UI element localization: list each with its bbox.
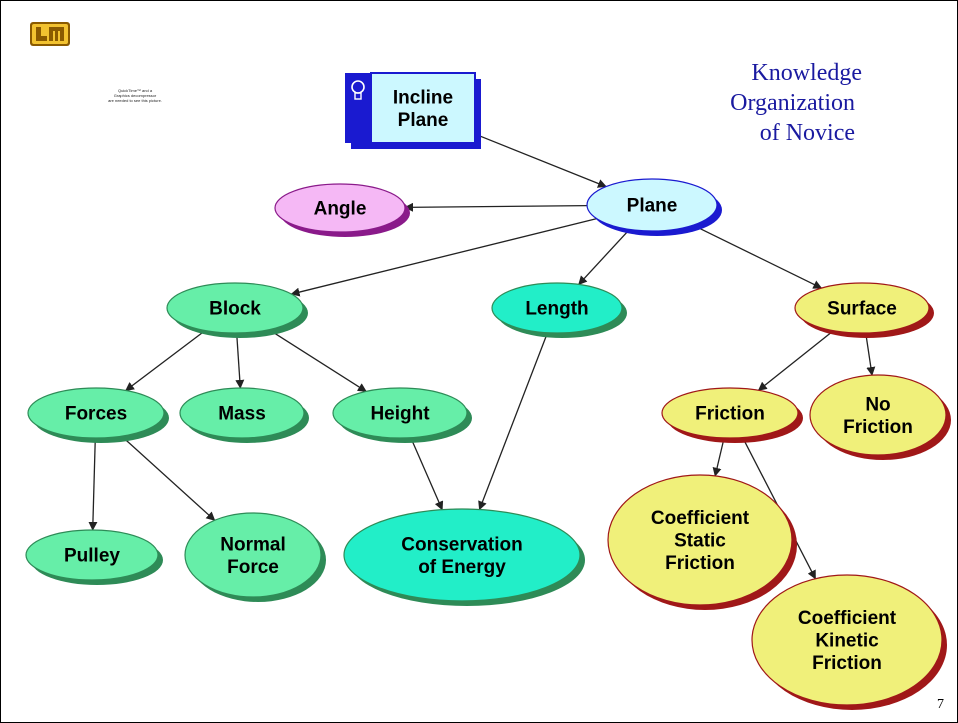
- edge-block-to-forces: [125, 329, 206, 392]
- title-line: Knowledge: [751, 60, 862, 86]
- edge-height-to-conservation-of-energy: [410, 437, 444, 511]
- node-length: Length: [491, 282, 627, 338]
- edge-surface-to-friction: [757, 330, 834, 391]
- node-label-line: Plane: [398, 110, 449, 131]
- quicktime-line: QuickTime™ and a: [117, 88, 153, 93]
- node-label-line: Friction: [695, 404, 765, 425]
- node-label-line: Conservation: [401, 534, 522, 555]
- node-label-line: Block: [209, 299, 261, 320]
- node-label-line: Incline: [393, 87, 453, 108]
- title-line: Organization: [730, 90, 855, 116]
- node-pulley: Pulley: [25, 529, 163, 585]
- edge-surface-to-no-friction: [865, 332, 876, 377]
- lightbulb-icon: [351, 80, 365, 100]
- quicktime-line: Graphics decompressor: [113, 93, 157, 98]
- node-label-line: Length: [525, 299, 588, 320]
- edge-forces-to-pulley: [88, 437, 98, 531]
- node-label-line: Normal: [220, 534, 285, 555]
- edge-plane-to-surface: [692, 224, 823, 289]
- edge-block-to-mass: [235, 332, 245, 389]
- node-label-line: No: [865, 394, 890, 415]
- node-label-line: Pulley: [64, 546, 120, 567]
- edge-friction-to-coefficient-static-friction: [712, 437, 725, 477]
- node-label-line: Friction: [812, 653, 882, 674]
- node-label-line: Height: [370, 404, 430, 425]
- node-height: Height: [332, 387, 472, 443]
- node-mass: Mass: [179, 387, 309, 443]
- node-label-line: Plane: [627, 196, 678, 217]
- node-label-line: Static: [674, 531, 726, 552]
- node-label-line: Coefficient: [798, 608, 897, 629]
- node-label-line: Friction: [843, 417, 913, 438]
- node-friction: Friction: [661, 387, 803, 443]
- node-surface: Surface: [794, 282, 934, 338]
- node-label-line: Coefficient: [651, 508, 750, 529]
- node-label-line: of Energy: [418, 557, 506, 578]
- node-label-line: Forces: [65, 404, 127, 425]
- title-line: of Novice: [759, 120, 855, 146]
- node-angle: Angle: [274, 183, 410, 237]
- node-label-line: Surface: [827, 299, 897, 320]
- node-label-line: Mass: [218, 404, 266, 425]
- edge-incline-plane-to-plane: [474, 133, 607, 188]
- node-plane: Plane: [586, 178, 722, 236]
- node-label-line: Force: [227, 557, 279, 578]
- edge-plane-to-angle: [404, 202, 588, 212]
- node-label-line: Friction: [665, 553, 735, 574]
- edge-plane-to-block: [290, 218, 597, 297]
- edges: [88, 133, 876, 580]
- edge-block-to-height: [268, 329, 367, 392]
- edge-length-to-conservation-of-energy: [478, 332, 549, 511]
- node-label-line: Kinetic: [815, 631, 879, 652]
- edge-forces-to-normal-force: [121, 435, 216, 521]
- node-forces: Forces: [27, 387, 169, 443]
- quicktime-placeholder: QuickTime™ and a Graphics decompressor a…: [90, 88, 180, 103]
- edge-plane-to-length: [578, 228, 630, 286]
- node-label-line: Angle: [314, 199, 367, 220]
- page-number: 7: [937, 697, 944, 712]
- university-logo: [30, 22, 70, 46]
- slide-title: Knowledge Organization of Novice: [690, 58, 880, 148]
- quicktime-line: are needed to see this picture.: [108, 98, 162, 103]
- node-block: Block: [166, 282, 308, 338]
